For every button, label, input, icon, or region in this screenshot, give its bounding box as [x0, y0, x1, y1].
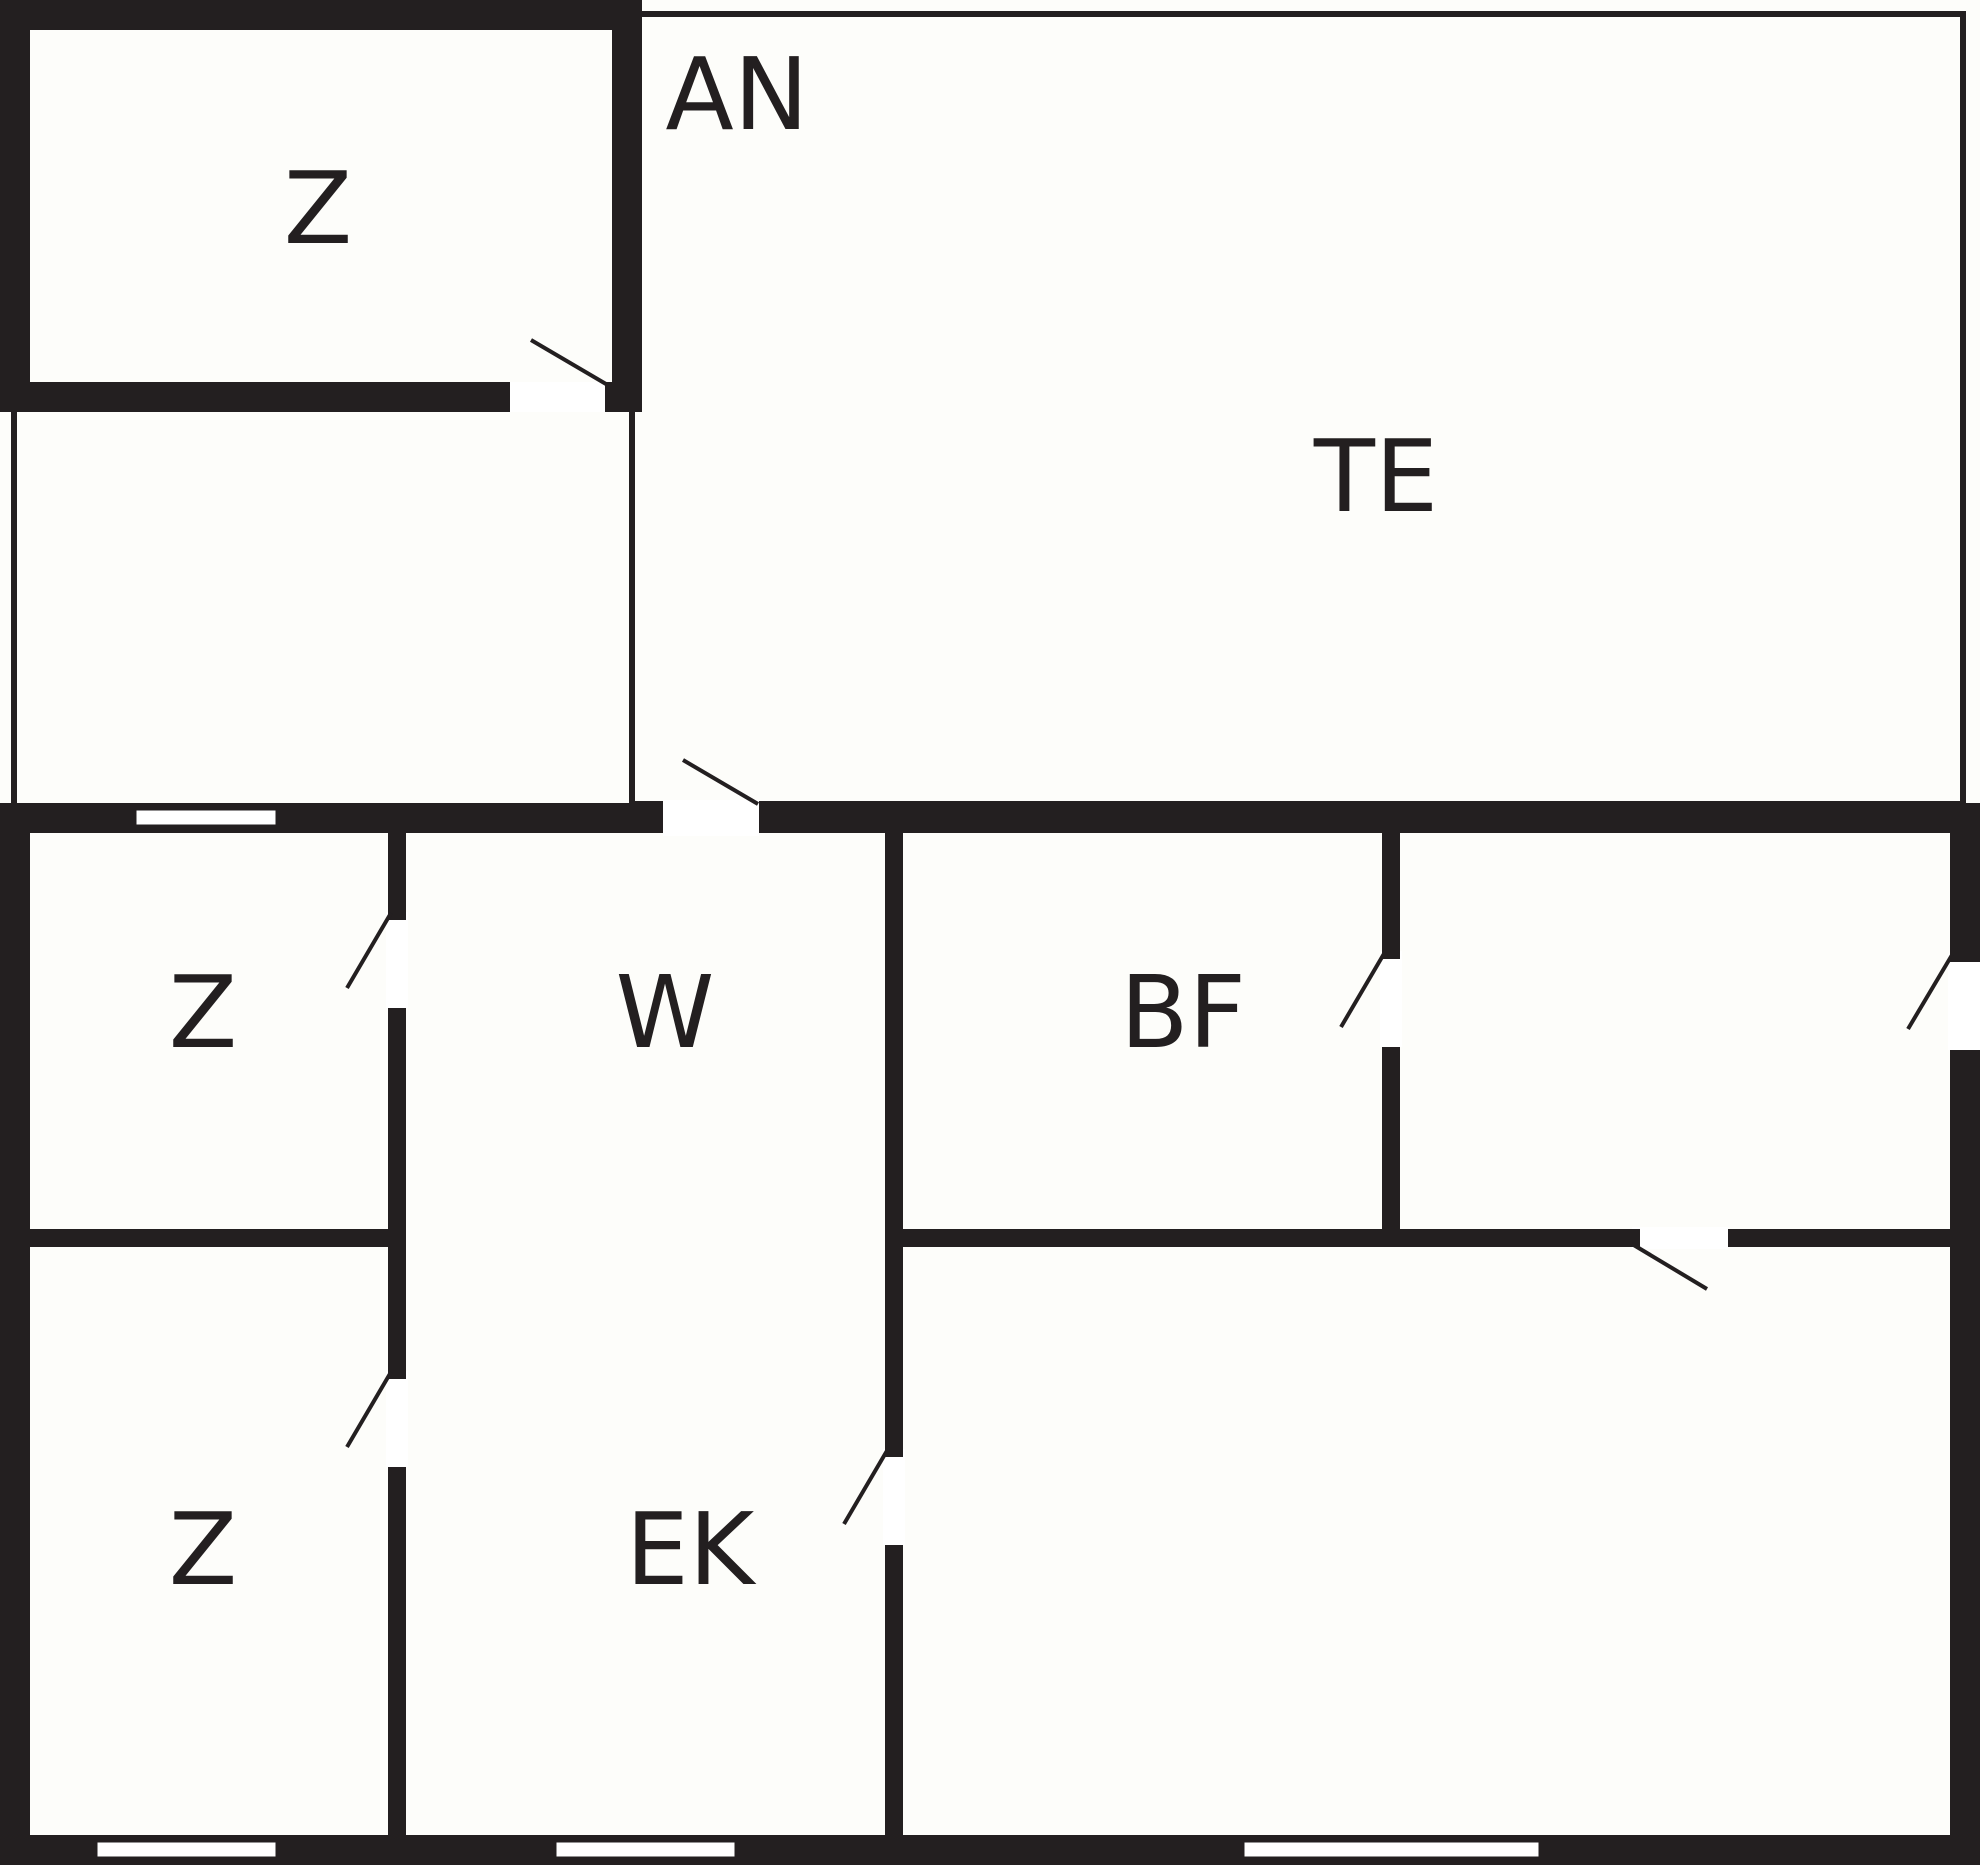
storage-wall-right: [612, 0, 642, 412]
door-hall-opening: [1632, 1227, 1728, 1249]
label-room-bf: BF: [1120, 954, 1246, 1071]
label-room-w: W: [616, 954, 715, 1071]
door-z-bottom-opening: [386, 1371, 408, 1467]
storage-wall-top: [0, 0, 642, 30]
storage-door-opening: [510, 382, 605, 412]
jamb-z-top: [388, 912, 406, 920]
wall-h-left: [15, 1229, 400, 1247]
entrance-door-swing: [681, 758, 760, 806]
entrance-opening: [663, 800, 759, 836]
label-room-ek: EK: [626, 1491, 757, 1608]
label-terrace: TE: [1313, 418, 1438, 535]
wall-v1: [388, 818, 406, 1848]
jamb-bf: [1382, 951, 1400, 959]
jamb-hall: [1632, 1229, 1640, 1247]
door-ek-opening: [883, 1449, 905, 1545]
jamb-z-bottom: [388, 1371, 406, 1379]
wall-v2: [885, 818, 903, 1848]
door-east-opening: [1948, 954, 1980, 1050]
wall-north: [0, 803, 1980, 833]
label-room-left-bottom: Z: [169, 1491, 238, 1608]
door-hall-swing: [1630, 1242, 1709, 1291]
door-east-swing: [1906, 953, 1954, 1031]
label-room-left-top: Z: [169, 954, 238, 1071]
wall-west: [0, 803, 30, 1865]
windows: [94, 807, 1542, 1860]
window-south-3: [1241, 1839, 1542, 1860]
door-jambs: [388, 912, 1980, 1457]
door-z-top-opening: [386, 912, 408, 1008]
door-z-top-swing: [345, 911, 393, 990]
door-bf-swing: [1339, 950, 1387, 1029]
door-swings: [345, 758, 1954, 1526]
window-north: [133, 807, 279, 828]
wall-south: [0, 1835, 1980, 1865]
wall-h-right: [895, 1229, 1965, 1247]
jamb-east: [1950, 954, 1980, 962]
storage-wall-left: [0, 0, 30, 412]
door-openings: [386, 800, 1980, 1545]
jamb-ek: [885, 1449, 903, 1457]
window-south-2: [553, 1839, 738, 1860]
door-ek-swing: [842, 1447, 890, 1526]
door-z-bottom-swing: [345, 1370, 393, 1449]
storage-door-swing: [529, 338, 608, 386]
label-annex: AN: [665, 36, 808, 153]
door-bf-opening: [1380, 951, 1402, 1047]
storage-walls: [0, 0, 642, 412]
label-storage-top: Z: [284, 150, 353, 267]
storage-door-jamb: [605, 382, 612, 412]
window-south-1: [94, 1839, 279, 1860]
room-labels: Z AN TE Z W BF Z EK: [169, 36, 1438, 1608]
